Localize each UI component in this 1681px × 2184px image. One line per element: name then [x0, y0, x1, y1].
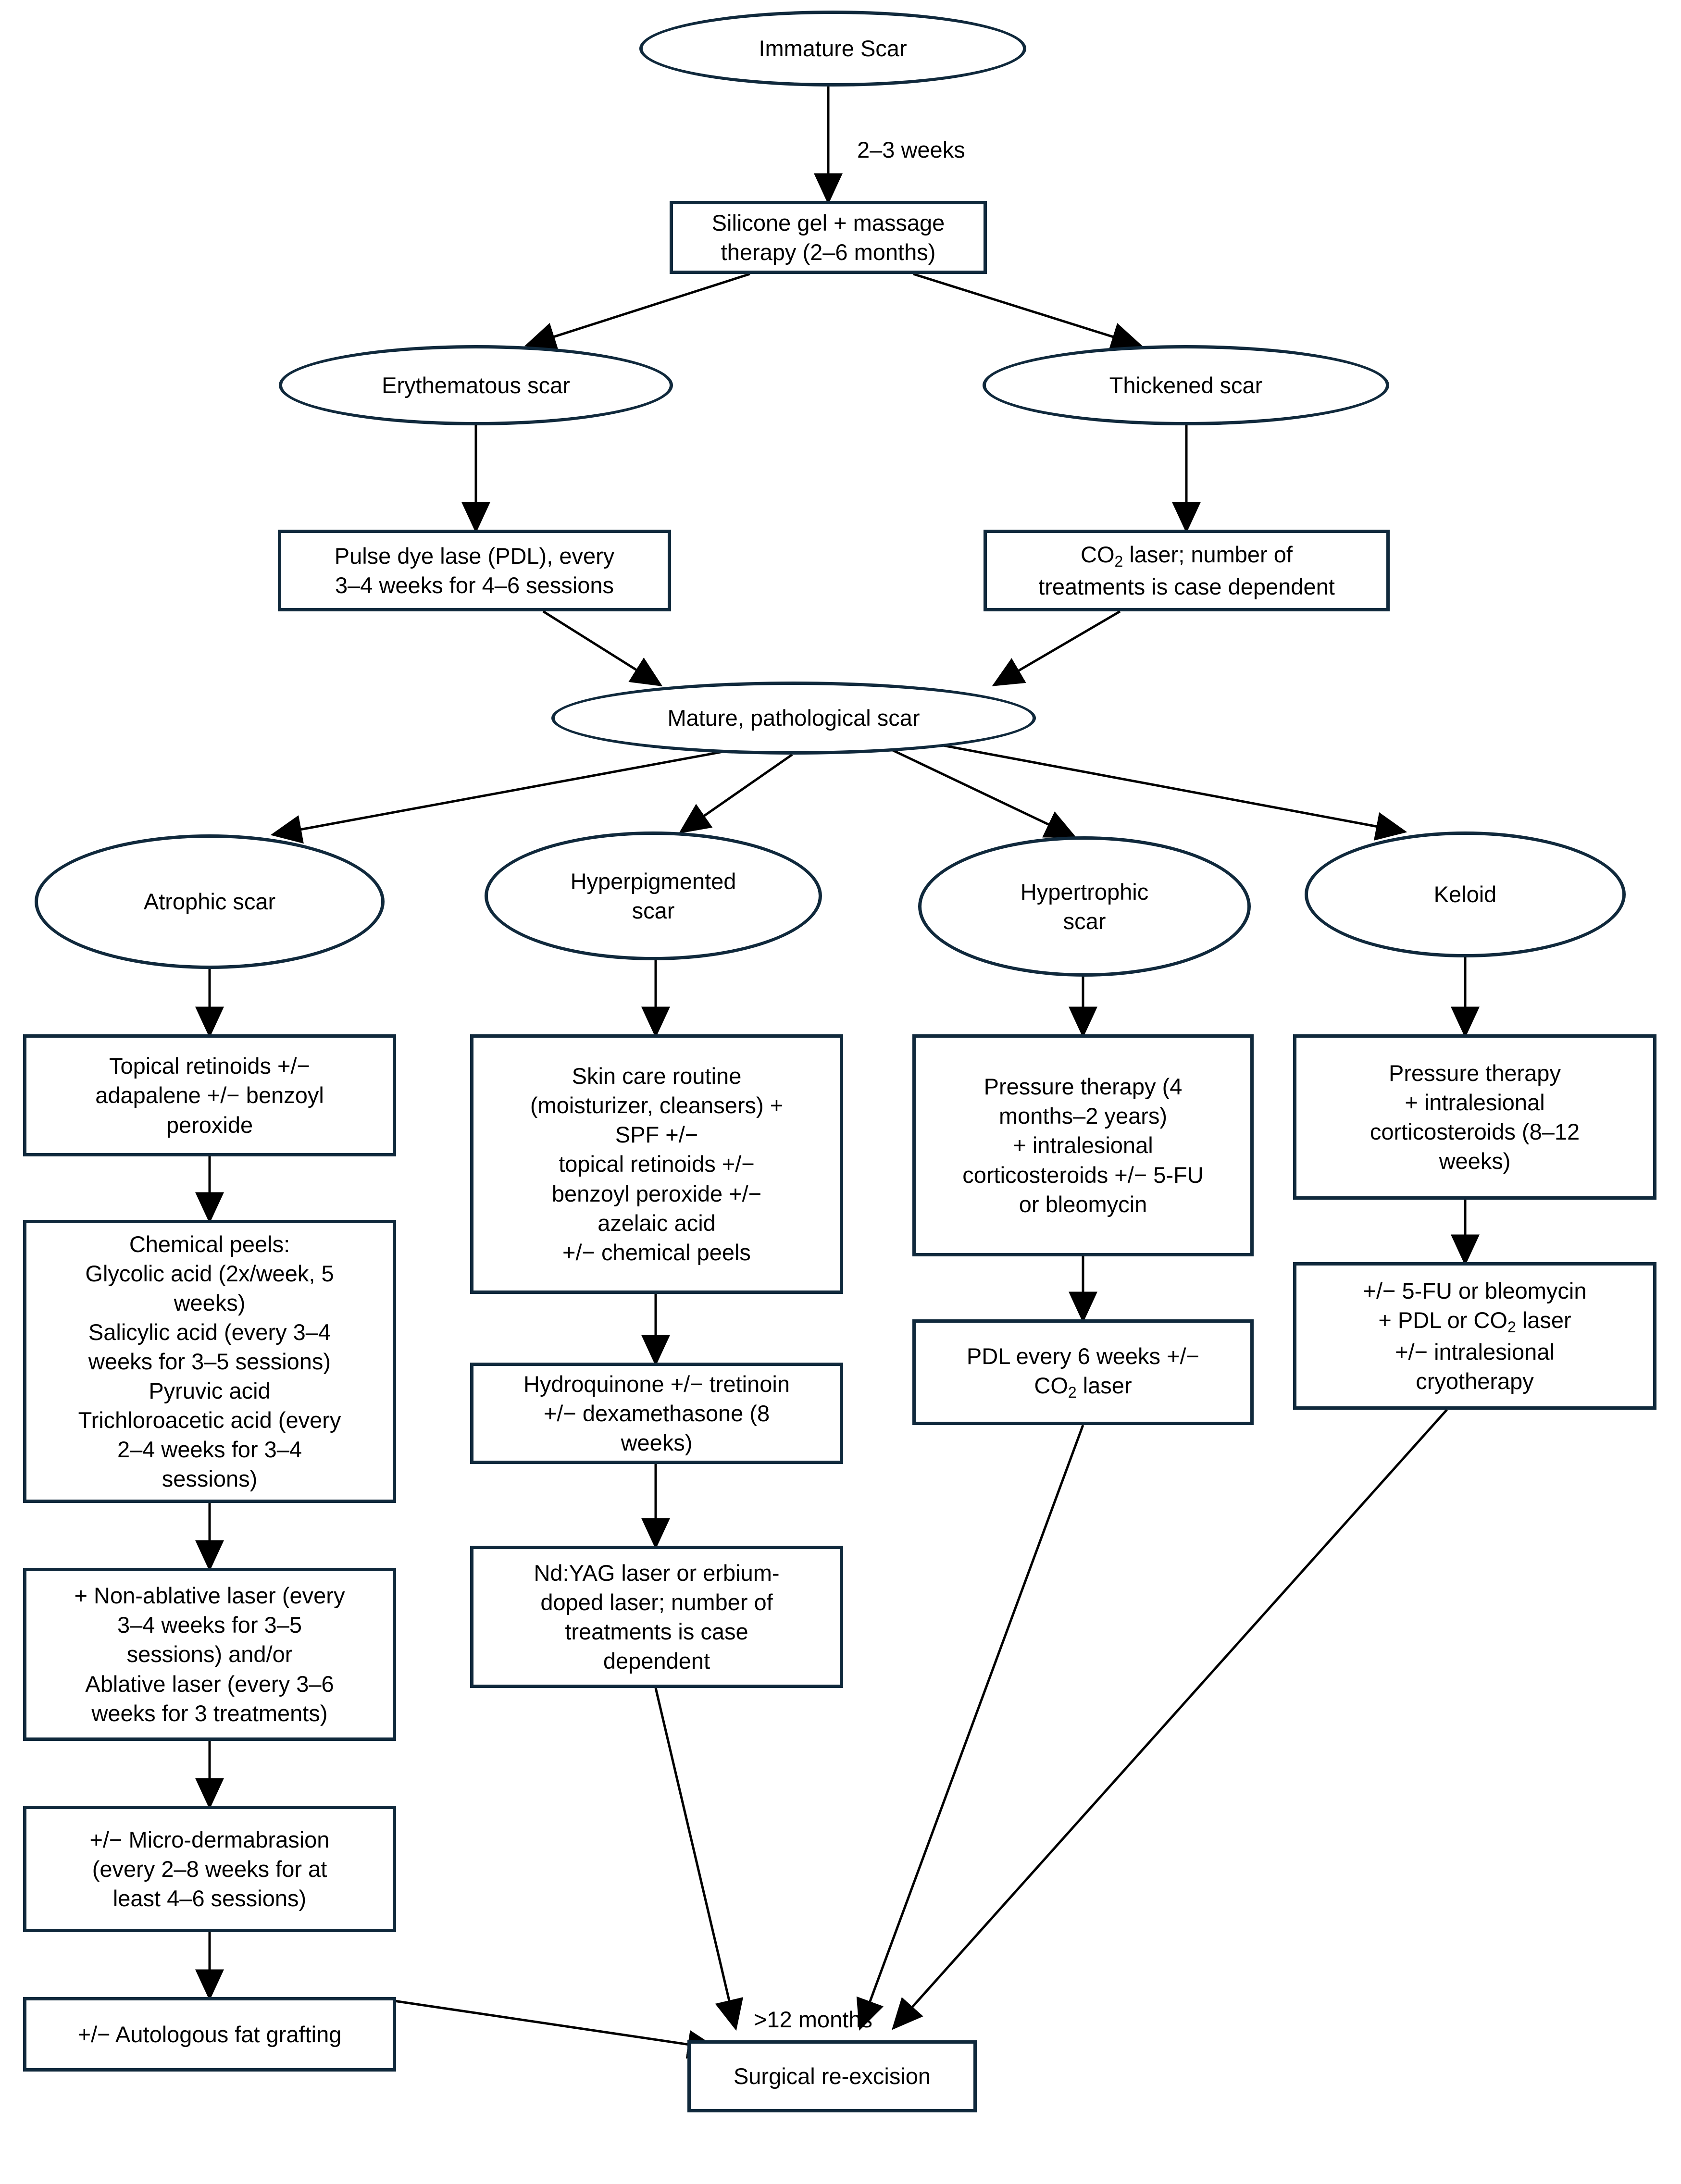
- node-immature-scar[interactable]: Immature Scar: [639, 11, 1026, 87]
- edge-label-2-3-weeks: 2–3 weeks: [857, 137, 965, 162]
- co2-label-pre: CO: [1081, 542, 1115, 568]
- node-label: Pressure therapy + intralesional cortico…: [1370, 1060, 1580, 1174]
- node-thickened-scar[interactable]: Thickened scar: [983, 345, 1389, 425]
- pdl-label-post: laser: [1076, 1373, 1132, 1399]
- node-hyperpig-hydroquinone[interactable]: Hydroquinone +/− tretinoin +/− dexametha…: [470, 1363, 843, 1464]
- node-mature-pathological-scar[interactable]: Mature, pathological scar: [551, 682, 1036, 755]
- edge-mature-to-atrophic: [270, 744, 760, 844]
- edge-mature-to-hypertrophic: [891, 748, 1077, 838]
- node-label: PDL every 6 weeks +/− CO2 laser: [916, 1341, 1250, 1403]
- edge-co2-to-mature: [992, 610, 1121, 686]
- node-label: Pressure therapy (4 months–2 years) + in…: [962, 1074, 1204, 1217]
- pdl-co2-subscript: 2: [1068, 1384, 1077, 1402]
- node-hypertrophic-scar[interactable]: Hypertrophic scar: [918, 836, 1251, 977]
- edge-silicone-to-thickened: [913, 273, 1143, 351]
- edge-hypertrophic2-to-surgery: [856, 1425, 1084, 2031]
- node-keloid-pressure-therapy[interactable]: Pressure therapy + intralesional cortico…: [1293, 1034, 1656, 1200]
- node-silicone-gel-massage[interactable]: Silicone gel + massage therapy (2–6 mont…: [670, 201, 987, 274]
- node-label: +/− 5-FU or bleomycin + PDL or CO2 laser…: [1296, 1276, 1653, 1396]
- node-label: +/− Micro-dermabrasion (every 2–8 weeks …: [89, 1826, 330, 1911]
- node-hyperpig-skin-care[interactable]: Skin care routine (moisturizer, cleanser…: [470, 1034, 843, 1294]
- edge-label-12-months: >12 months: [754, 2007, 872, 2032]
- edge-mature-to-hyperpigmented: [678, 753, 793, 834]
- node-label: Skin care routine (moisturizer, cleanser…: [530, 1063, 784, 1265]
- pdl-label-pre: PDL every 6 weeks +/− CO: [966, 1343, 1200, 1399]
- node-label: +/− Autologous fat grafting: [77, 2021, 342, 2047]
- node-atrophic-topical-retinoids[interactable]: Topical retinoids +/− adapalene +/− benz…: [23, 1034, 396, 1156]
- node-keloid-5fu-bleomycin[interactable]: +/− 5-FU or bleomycin + PDL or CO2 laser…: [1293, 1262, 1656, 1410]
- node-hypertrophic-pressure-therapy[interactable]: Pressure therapy (4 months–2 years) + in…: [912, 1034, 1254, 1256]
- node-pdl-treatment[interactable]: Pulse dye lase (PDL), every 3–4 weeks fo…: [278, 530, 671, 611]
- node-atrophic-laser[interactable]: + Non-ablative laser (every 3–4 weeks fo…: [23, 1568, 396, 1741]
- keloid2-co2-subscript: 2: [1507, 1318, 1516, 1336]
- node-label: Mature, pathological scar: [667, 705, 920, 731]
- node-surgical-re-excision[interactable]: Surgical re-excision: [687, 2040, 977, 2112]
- node-atrophic-chemical-peels[interactable]: Chemical peels: Glycolic acid (2x/week, …: [23, 1220, 396, 1503]
- node-atrophic-scar[interactable]: Atrophic scar: [35, 834, 385, 969]
- node-label: + Non-ablative laser (every 3–4 weeks fo…: [74, 1583, 345, 1726]
- keloid2-label-pre: +/− 5-FU or bleomycin + PDL or CO: [1363, 1278, 1587, 1333]
- edge-silicone-to-erythematous: [524, 273, 750, 351]
- edge-pdl-to-mature: [542, 610, 663, 686]
- node-label: Keloid: [1433, 881, 1497, 907]
- co2-subscript: 2: [1114, 553, 1123, 571]
- node-co2-laser-treatment[interactable]: CO2 laser; number of treatments is case …: [984, 530, 1390, 611]
- edge-mature-to-keloid: [927, 741, 1407, 841]
- node-hyperpig-ndyag-laser[interactable]: Nd:YAG laser or erbium- doped laser; num…: [470, 1546, 843, 1688]
- node-atrophic-fat-grafting[interactable]: +/− Autologous fat grafting: [23, 1997, 396, 2072]
- node-label: Erythematous scar: [382, 372, 570, 398]
- node-label: Atrophic scar: [143, 889, 276, 915]
- node-erythematous-scar[interactable]: Erythematous scar: [279, 345, 673, 425]
- node-label: Thickened scar: [1109, 372, 1263, 398]
- keloid2-label-post: laser +/− intralesional cryotherapy: [1395, 1307, 1571, 1394]
- edge-hyperpig3-to-surgery: [654, 1688, 744, 2031]
- node-label: Surgical re-excision: [733, 2063, 931, 2089]
- co2-label-post: laser; number of treatments is case depe…: [1038, 542, 1335, 599]
- node-label: Chemical peels: Glycolic acid (2x/week, …: [78, 1231, 341, 1492]
- edge-atrophic5-to-surgery: [384, 1998, 719, 2059]
- node-label: Silicone gel + massage therapy (2–6 mont…: [711, 210, 945, 265]
- node-hypertrophic-pdl[interactable]: PDL every 6 weeks +/− CO2 laser: [912, 1319, 1254, 1425]
- node-label: Hypertrophic scar: [1020, 879, 1149, 934]
- edge-keloid2-to-surgery: [891, 1409, 1448, 2030]
- node-label: Hydroquinone +/− tretinoin +/− dexametha…: [523, 1371, 790, 1456]
- node-hyperpigmented-scar[interactable]: Hyperpigmented scar: [485, 831, 822, 960]
- node-keloid[interactable]: Keloid: [1305, 831, 1626, 957]
- node-atrophic-microdermabrasion[interactable]: +/− Micro-dermabrasion (every 2–8 weeks …: [23, 1806, 396, 1932]
- node-label: Immature Scar: [759, 36, 907, 62]
- node-label: Topical retinoids +/− adapalene +/− benz…: [95, 1053, 324, 1138]
- node-label: Pulse dye lase (PDL), every 3–4 weeks fo…: [334, 543, 615, 598]
- node-label: Hyperpigmented scar: [570, 868, 736, 923]
- node-label: Nd:YAG laser or erbium- doped laser; num…: [534, 1560, 780, 1674]
- node-label: CO2 laser; number of treatments is case …: [987, 540, 1386, 601]
